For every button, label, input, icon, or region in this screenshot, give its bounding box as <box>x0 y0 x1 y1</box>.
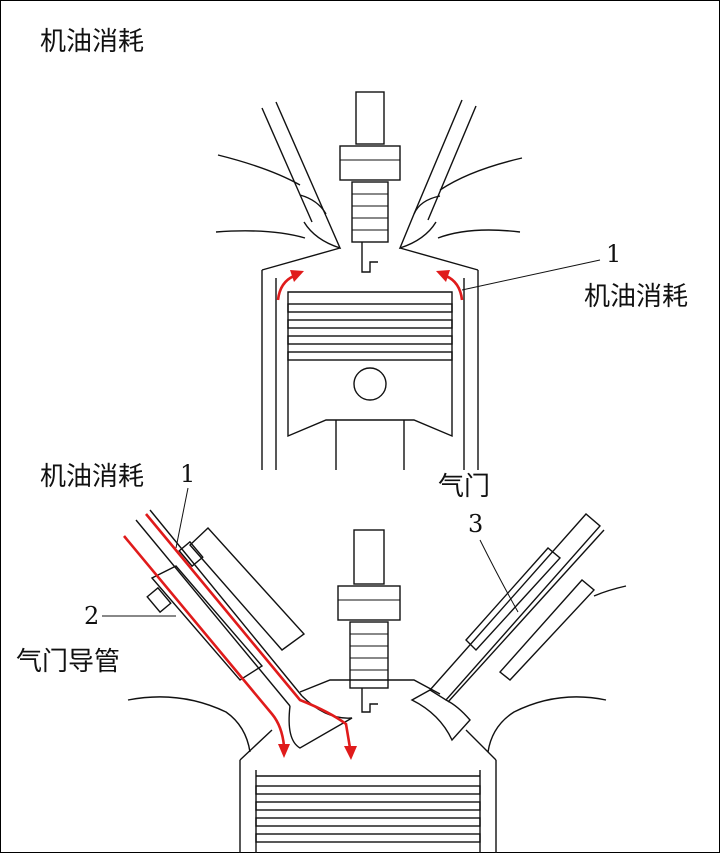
top-right-valve-icon <box>398 99 477 250</box>
top-callout-label: 机油消耗 <box>584 282 688 312</box>
bottom-callout-number-1: 1 <box>180 460 195 488</box>
port-upper-right <box>439 157 523 191</box>
bottom-valve-guide-label: 气门导管 <box>16 647 120 677</box>
bottom-callout-line-1 <box>175 487 189 549</box>
bottom-left-valve-guide-icon <box>146 527 306 681</box>
bottom-right-valve-icon <box>410 513 627 742</box>
diagram-title: 机油消耗 <box>40 27 144 57</box>
bottom-combustion-roof <box>299 679 441 695</box>
bottom-cylinder-wall-right <box>479 760 497 853</box>
port-upper-left <box>217 154 301 186</box>
bottom-oil-consumption-label: 机油消耗 <box>40 462 144 492</box>
bottom-callout-number-2: 2 <box>84 602 99 630</box>
top-spark-plug-icon <box>339 91 401 273</box>
bottom-head-curve-right <box>487 696 607 753</box>
bottom-cylinder-top <box>239 729 497 761</box>
bottom-engine-diagram: 机油消耗 1 气门 3 2 气门导管 <box>16 460 627 853</box>
bottom-cylinder-wall-left <box>239 760 257 853</box>
bottom-head-curve-left <box>127 696 251 753</box>
top-callout-line <box>461 259 601 291</box>
port-lower-left <box>215 230 306 239</box>
top-piston-icon <box>287 291 453 470</box>
bottom-oil-flow-arrow-icon <box>123 513 357 760</box>
top-left-valve-icon <box>261 101 342 250</box>
top-cylinder-wall-right <box>463 270 479 470</box>
top-callout-number: 1 <box>606 240 621 268</box>
top-combustion-roof <box>261 247 479 271</box>
bottom-left-valve-icon <box>135 509 353 749</box>
port-lower-right <box>437 229 521 239</box>
bottom-valve-label: 气门 <box>438 472 490 502</box>
top-oil-flow-arrow-icon <box>276 270 464 301</box>
top-engine-diagram: 1 机油消耗 <box>215 91 688 470</box>
bottom-callout-number-3: 3 <box>468 510 483 538</box>
bottom-piston-icon <box>255 775 481 843</box>
bottom-callout-line-3 <box>479 539 519 613</box>
bottom-spark-plug-icon <box>337 529 401 713</box>
top-cylinder-wall-left <box>261 270 277 470</box>
